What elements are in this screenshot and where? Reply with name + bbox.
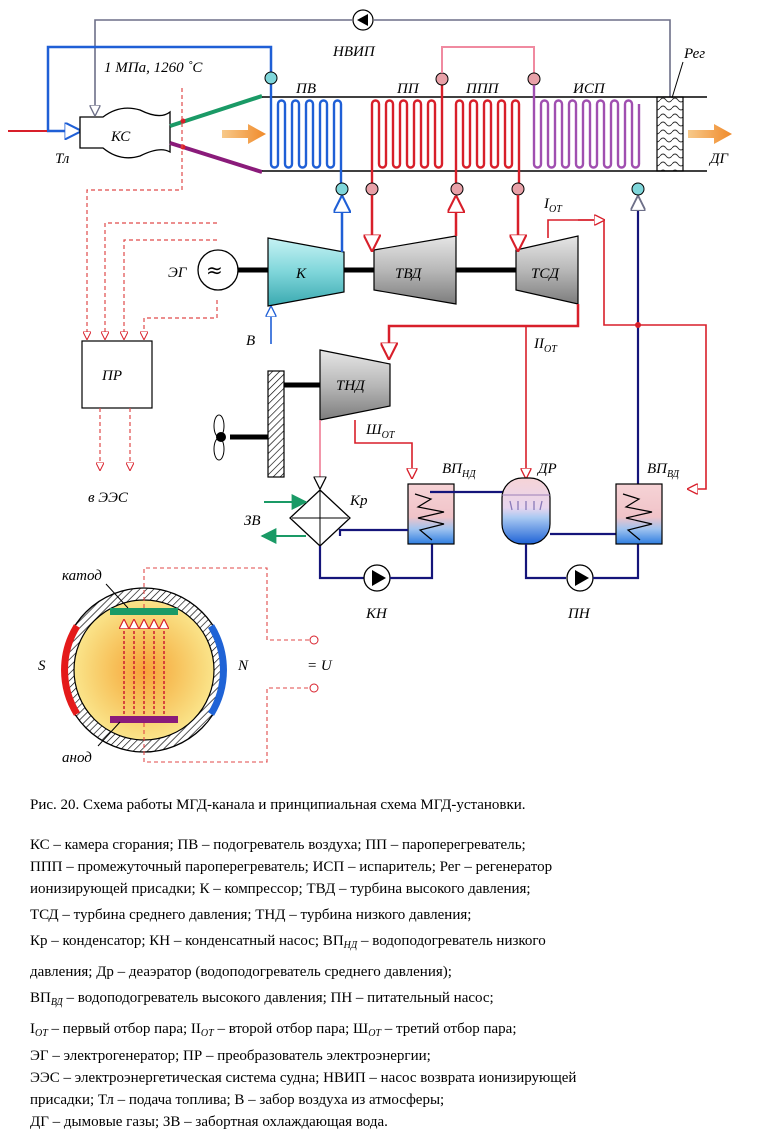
- pr-label: ПР: [101, 368, 122, 384]
- iii-ot-label: ШОТ: [365, 422, 396, 441]
- mhd-plant-diagram: НВИП 1 МПа, 1260 ˚С Тл КС ПВ ПП ППП ИСП …: [8, 9, 732, 766]
- legend-line-7: ВПВД – водоподогреватель высокого давлен…: [30, 990, 494, 1008]
- legend-line-10: ЭЭС – электроэнергетическая система судн…: [30, 1070, 577, 1086]
- nvip-pump-icon: [352, 9, 374, 31]
- dg-label: ДГ: [708, 151, 730, 167]
- anode: [110, 716, 178, 723]
- v-ees-label: в ЭЭС: [88, 490, 129, 506]
- extraction-3-line: [354, 420, 412, 478]
- air-heater-coil: [269, 80, 343, 188]
- condensate-pump-icon: [363, 564, 391, 592]
- cathode: [110, 608, 178, 615]
- n-label: N: [237, 658, 249, 674]
- legend-line-6: давления; Др – деаэратор (водоподогреват…: [30, 964, 452, 980]
- power-converter: [81, 340, 153, 409]
- svg-text:≈: ≈: [206, 258, 223, 282]
- anod-label: анод: [62, 750, 92, 766]
- ks-label: КС: [110, 129, 131, 145]
- legend-line-11: присадки; Тл – подача топлива; В – забор…: [30, 1092, 445, 1108]
- pv-inlet-node: [335, 182, 349, 196]
- pn-label: ПН: [567, 606, 591, 622]
- legend-line-12: ДГ – дымовые газы; ЗВ – забортная охлажд…: [30, 1114, 388, 1130]
- condensate-line-b: [390, 540, 434, 580]
- katod-label: катод: [62, 568, 102, 584]
- magnet-north: [207, 624, 227, 716]
- ppp-label: ППП: [465, 81, 500, 97]
- i-ot-label: IОТ: [543, 196, 563, 215]
- kr-label: Кр: [349, 493, 368, 509]
- figure-caption: Рис. 20. Схема работы МГД-канала и принц…: [30, 797, 526, 813]
- mhd-cross-section: [61, 567, 319, 763]
- dr-label: ДР: [536, 461, 557, 477]
- isp-outlet-node: [527, 72, 541, 86]
- zv-label: ЗВ: [244, 513, 261, 529]
- hp-turbine: [373, 235, 457, 305]
- eg-label: ЭГ: [168, 265, 188, 281]
- isp-label: ИСП: [572, 81, 606, 97]
- air-preheated-line: [46, 45, 273, 131]
- s-label: S: [38, 658, 46, 674]
- extraction-1-line: [547, 219, 707, 489]
- ii-ot-label: IIОТ: [533, 336, 558, 355]
- evaporator-coil: [532, 85, 641, 169]
- feed-pump-icon: [566, 564, 594, 592]
- gas-duct: [262, 96, 707, 172]
- pp-label: ПП: [396, 81, 420, 97]
- compressor: [267, 237, 345, 307]
- pv-outlet-node: [264, 71, 278, 85]
- tsd-label: ТСД: [531, 266, 560, 282]
- tl-label: Тл: [55, 151, 70, 167]
- k-label: К: [295, 266, 307, 282]
- pv-label: ПВ: [295, 81, 316, 97]
- vp-nd-label: ВПНД: [442, 461, 476, 480]
- feed-line-b: [593, 540, 640, 580]
- reg-label: Рег: [683, 46, 705, 62]
- legend-line-1: КС – камера сгорания; ПВ – подогреватель…: [30, 837, 526, 853]
- params-label: 1 МПа, 1260 ˚С: [104, 60, 203, 76]
- nvip-label: НВИП: [332, 44, 376, 60]
- lp-drain-line: [338, 528, 408, 536]
- feed-line-a: [524, 544, 566, 580]
- hp-feedwater-heater: [615, 483, 663, 545]
- pp-inlet-node: [435, 72, 449, 86]
- ppp-inlet-node: [450, 182, 464, 196]
- legend: КС – камера сгорания; ПВ – подогреватель…: [30, 834, 742, 1133]
- legend-line-5: Кр – конденсатор; КН – конденсатный насо…: [30, 933, 546, 951]
- v-label: В: [246, 333, 255, 349]
- flue-gas-arrow: [688, 124, 732, 144]
- legend-line-3: ионизирующей присадки; К – компрессор; Т…: [30, 881, 531, 897]
- regenerator: [656, 96, 684, 172]
- legend-line-9: ЭГ – электрогенератор; ПР – преобразоват…: [30, 1048, 431, 1064]
- mhd-electrical-leads: [87, 88, 218, 470]
- gas-flow-arrow: [222, 124, 266, 144]
- isp-inlet-node: [631, 182, 645, 196]
- propeller-icon: [213, 414, 226, 461]
- tsd-to-tnd-line: [389, 304, 580, 358]
- lp-turbine: [319, 349, 391, 421]
- vp-vd-label: ВПВД: [647, 461, 680, 480]
- gearbox: [267, 370, 285, 478]
- pp-outlet-node: [365, 182, 379, 196]
- legend-line-8: IОТ – первый отбор пара; IIОТ – второй о…: [30, 1021, 517, 1039]
- tvd-label: ТВД: [395, 266, 423, 282]
- magnet-south: [61, 624, 81, 716]
- u-label: = U: [307, 658, 333, 674]
- combustion-chamber: [79, 107, 171, 159]
- deaerator: [501, 477, 551, 545]
- tnd-label: ТНД: [336, 378, 366, 394]
- legend-line-2: ППП – промежуточный пароперегреватель; И…: [30, 859, 553, 875]
- reheater-coil: [454, 99, 521, 188]
- superheater-coil: [370, 80, 444, 188]
- kn-label: КН: [365, 606, 388, 622]
- condensate-line-a: [318, 546, 364, 580]
- nvip-return-line: [95, 19, 671, 115]
- pp-isp-link: [441, 46, 535, 73]
- ppp-outlet-node: [511, 182, 525, 196]
- legend-line-4: ТСД – турбина среднего давления; ТНД – т…: [30, 907, 472, 923]
